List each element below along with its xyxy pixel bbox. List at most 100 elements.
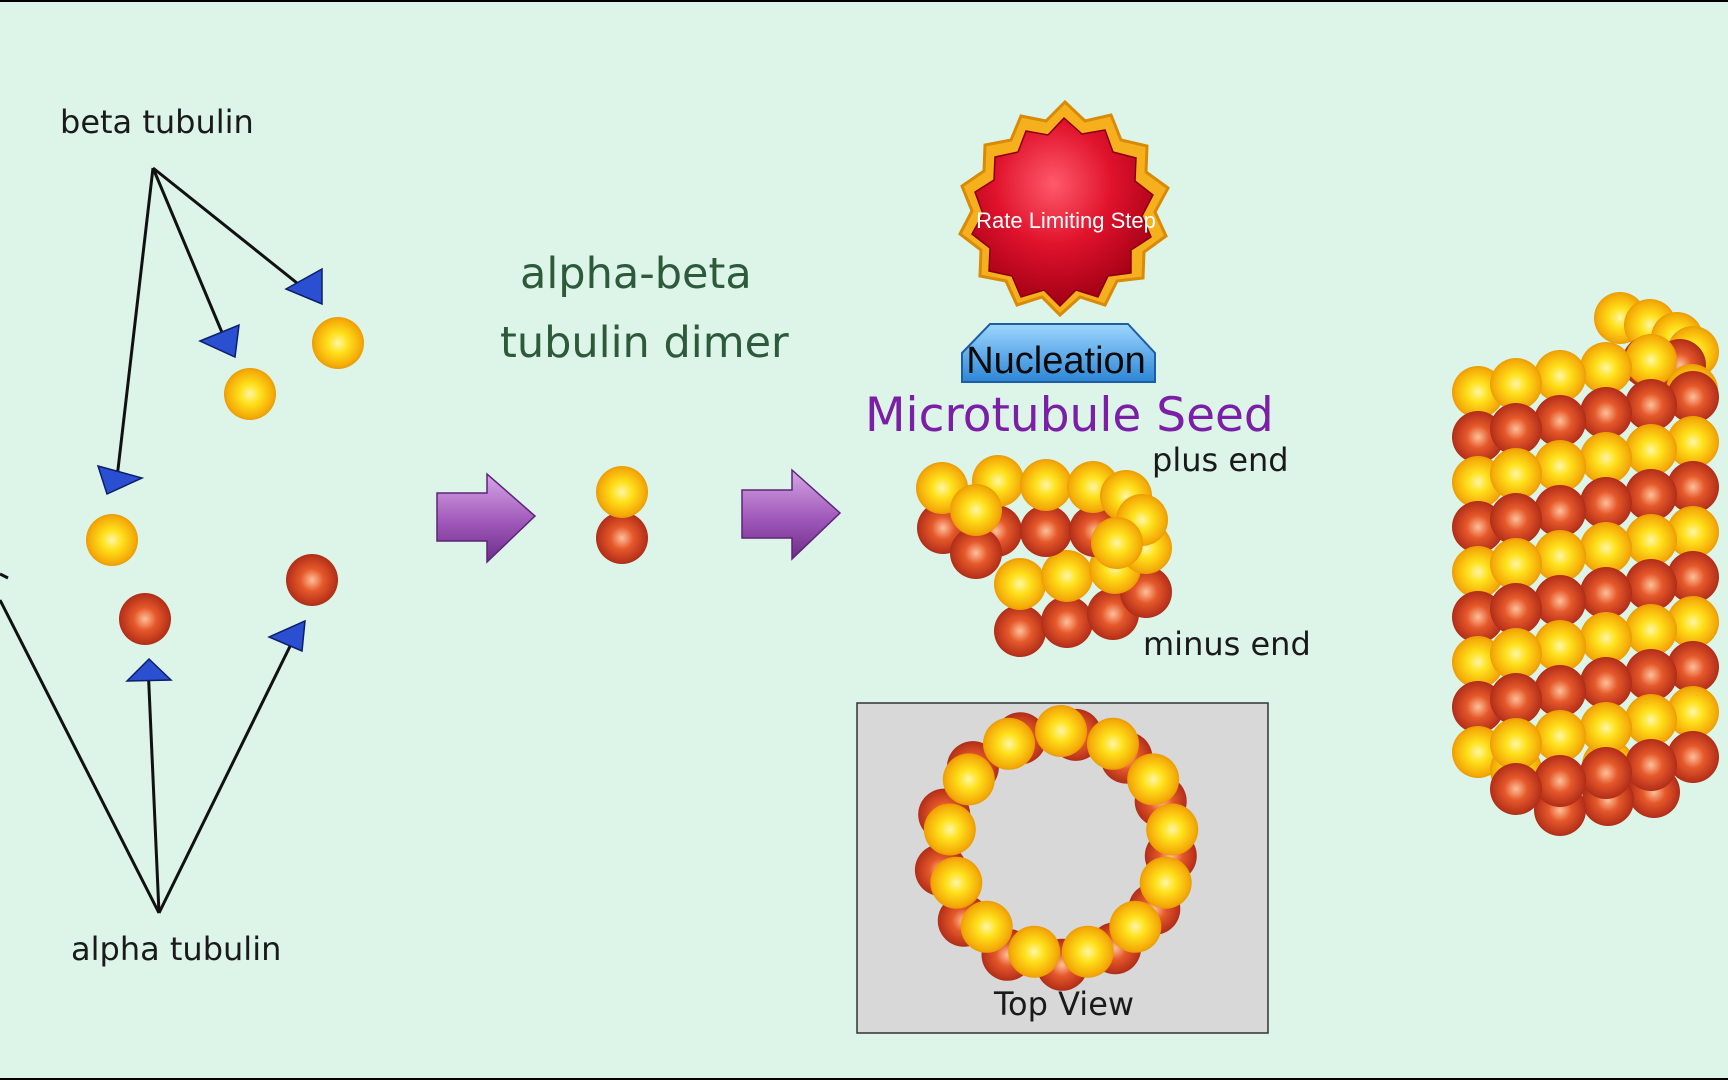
beta-tubulin-ball [1580,612,1632,664]
alpha-tubulin-label: alpha tubulin [71,930,281,968]
beta-tubulin-ball [1490,448,1542,500]
dimer-label-line2: tubulin dimer [500,318,789,368]
beta-tubulin-ball [1490,358,1542,410]
alpha-tubulin-ball [1534,395,1586,447]
beta-tubulin-ball [1534,530,1586,582]
alpha-tubulin-ball [1625,469,1677,521]
beta-tubulin-ball [923,803,976,856]
alpha-tubulin-ball [119,593,171,645]
alpha-tubulin-ball [1490,763,1542,815]
alpha-tubulin-ball [1041,596,1093,648]
alpha-arrowheads [125,619,306,682]
arrowhead-icon [125,657,173,682]
alpha-tubulin-ball [950,527,1002,579]
alpha-tubulin-ball [1534,755,1586,807]
beta-tubulin-ball [1534,350,1586,402]
alpha-tubulin-ball [1490,403,1542,455]
process-arrow-2 [741,468,842,561]
beta-tubulin-ball [1625,514,1677,566]
beta-tubulin-ball [950,484,1002,536]
process-arrow-1 [436,472,537,564]
beta-tubulin-ball [86,514,138,566]
alpha-tubulin-ball [1580,387,1632,439]
beta-tubulin-ball [1146,803,1199,856]
dimer-label-line1: alpha-beta [520,249,752,299]
alpha-tubulin-ball [994,605,1046,657]
alpha-tubulin-ball [1580,657,1632,709]
beta-tubulin-ball [596,466,648,518]
arrowhead-icon [198,323,240,359]
beta-arrowheads [96,267,323,496]
beta-tubulin-ball [1490,628,1542,680]
alpha-tubulin-ball [1580,747,1632,799]
badge-label: Rate Limiting Step [976,208,1156,233]
beta-tubulin-ball [1580,702,1632,754]
beta-pointer-lines [115,166,313,479]
alpha-pointer-lines [0,572,300,914]
top-view-inset: Top View [856,702,1269,1034]
alpha-tubulin-ball [1667,731,1719,783]
beta-tubulin-ball [1534,440,1586,492]
beta-tubulin-ball [942,753,995,806]
alpha-tubulin-ball [1534,575,1586,627]
alpha-tubulin-ball [1020,505,1072,557]
beta-tubulin-ball [1625,334,1677,386]
beta-tubulin-ball [1087,717,1139,770]
beta-tubulin-ball [1139,856,1192,909]
beta-tubulin-ball [224,368,276,420]
plus-end-label: plus end [1152,441,1289,479]
beta-tubulin-ball [960,900,1013,953]
badge-star [971,116,1154,308]
arrowhead-icon [284,267,323,306]
beta-tubulin-ball [1667,686,1719,738]
beta-tubulin-ball [1625,694,1677,746]
beta-tubulin-ball [1667,596,1719,648]
alpha-tubulin-ball [1580,567,1632,619]
beta-tubulin-ball [1008,925,1061,978]
alpha-tubulin-ball [1625,559,1677,611]
alpha-tubulin-ball [1580,477,1632,529]
beta-tubulin-ball [1625,424,1677,476]
microtubule [1452,292,1719,836]
beta-tubulin-ball [312,317,364,369]
alpha-tubulin-ball [1667,461,1719,513]
beta-tubulin-ball [1534,620,1586,672]
alpha-tubulin-ball [1625,739,1677,791]
alpha-tubulin-ball [1534,665,1586,717]
beta-tubulin-ball [1534,710,1586,762]
tubulin-dimer [596,466,648,564]
beta-tubulin-ball [1020,459,1072,511]
beta-tubulin-ball [1667,506,1719,558]
beta-tubulin-ball [1580,432,1632,484]
minus-end-label: minus end [1143,625,1311,663]
tubulin-ring [914,705,1199,991]
beta-tubulin-ball [1109,900,1162,953]
beta-tubulin-ball [1035,705,1087,757]
beta-tubulin-ball [1127,753,1180,806]
beta-tubulin-ball [1580,342,1632,394]
beta-tubulin-ball [1625,604,1677,656]
alpha-tubulin-ball [1534,485,1586,537]
beta-tubulin-ball [1490,538,1542,590]
beta-tubulin-ball [1667,416,1719,468]
rate-limiting-badge: Rate Limiting Step [958,99,1170,383]
alpha-tubulin-ball [1490,493,1542,545]
beta-tubulin-ball [1490,718,1542,770]
beta-tubulin-ball [1061,925,1114,978]
nucleation-plate [961,323,1156,383]
alpha-tubulin-ball [1625,649,1677,701]
alpha-tubulin-ball [1667,551,1719,603]
beta-tubulin-ball [1580,522,1632,574]
free-tubulin-monomers [86,317,364,645]
alpha-tubulin-ball [1667,641,1719,693]
beta-tubulin-ball [930,856,983,909]
alpha-tubulin-ball [1667,371,1719,423]
seed-title: Microtubule Seed [865,388,1274,443]
alpha-tubulin-ball [286,554,338,606]
beta-tubulin-ball [994,558,1046,610]
beta-tubulin-ball [983,717,1035,770]
beta-tubulin-label: beta tubulin [60,103,254,141]
beta-tubulin-ball [1091,517,1143,569]
